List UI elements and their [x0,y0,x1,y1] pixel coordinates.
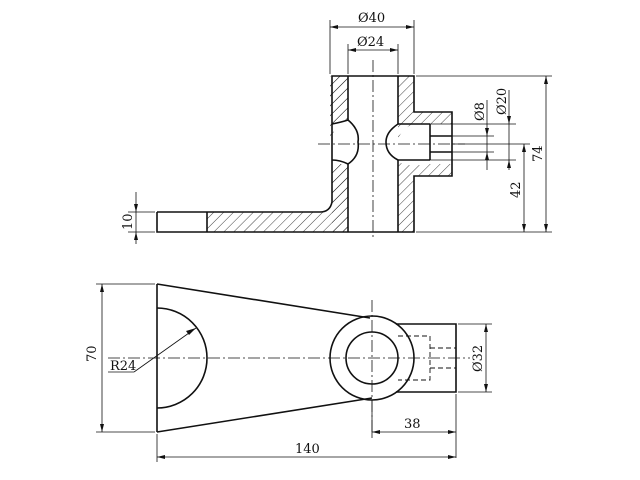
dim-length-text: 140 [295,442,320,457]
dim-boss-diameter [458,323,492,393]
dim-outer-diameter [329,20,415,74]
dim-width-text: 70 [85,345,100,362]
dim-radius [108,327,197,373]
dim-base-thickness-text: 10 [121,213,136,230]
dim-total-height-text: 74 [531,145,546,162]
dim-small-hole-text: Ø8 [473,102,488,121]
dim-inner-diameter-text: Ø24 [357,35,384,50]
dim-base-thickness [128,192,155,244]
dim-length [156,434,456,462]
dim-boss-diameter-text: Ø32 [471,345,486,372]
dim-width [96,283,155,433]
dim-large-hole-text: Ø20 [495,88,510,115]
dim-hole-height [416,143,552,233]
dim-offset-text: 38 [404,417,421,432]
dim-radius-text: R24 [110,359,136,374]
dim-outer-diameter-text: Ø40 [358,11,385,26]
top-view: 70 R24 Ø32 38 140 [85,283,492,462]
dim-offset [371,394,457,458]
dim-total-height [416,75,552,232]
dim-side-holes [430,90,516,170]
dim-inner-diameter [347,44,399,74]
dim-hole-height-text: 42 [509,181,524,198]
front-view-outline [156,75,453,233]
front-view: Ø40 Ø24 Ø8 Ø20 42 74 10 [121,11,552,244]
